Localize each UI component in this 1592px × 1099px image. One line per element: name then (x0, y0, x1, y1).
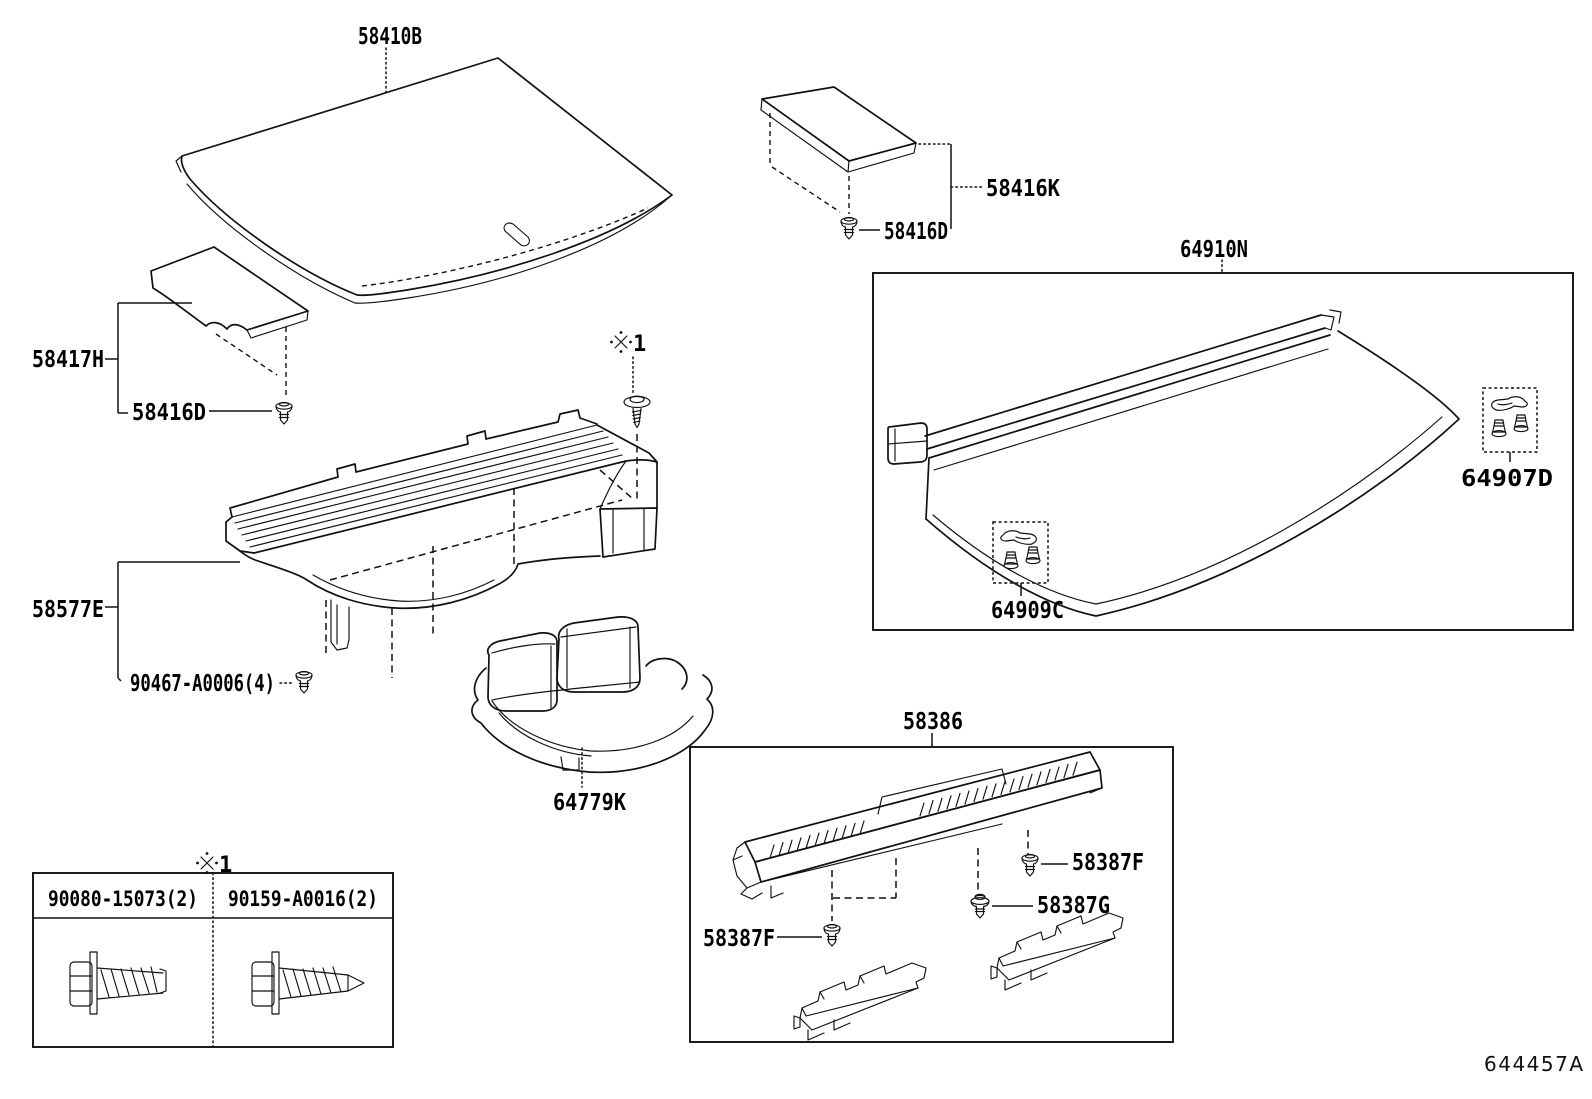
part-label-scuff-clip-front: 58387F (703, 926, 775, 952)
part-label-clip-rh: 58416D (884, 219, 948, 245)
part-label-tonneau-cover: 64910N (1180, 237, 1248, 263)
part-label-scuff-screw: 58387G (1037, 893, 1110, 919)
part-label-rear-scuff-plate: 58386 (903, 709, 963, 735)
part-label-clip-lh: 58416D (132, 400, 206, 426)
hook-kit-rh-frame (1482, 387, 1538, 453)
hook-kit-lh-frame (992, 521, 1049, 584)
scuff-box-frame (689, 746, 1174, 1043)
tonneau-box-frame (872, 272, 1574, 631)
part-label-deck-side-board-lh: 58417H (32, 347, 104, 373)
table-header-col2: 90159-A0016(2) (228, 887, 378, 911)
reference-mark-digit: 1 (219, 853, 232, 878)
drawing-code: 644457A (1484, 1052, 1585, 1076)
table-header-col1: 90080-15073(2) (48, 887, 198, 911)
part-label-deck-board: 58410B (358, 24, 422, 50)
part-label-scuff-clip-rear: 58387F (1072, 850, 1144, 876)
part-label-front-plate-clip: 90467-A0006(4) (130, 671, 275, 697)
deck-board-58410b-group: 58410B (175, 24, 673, 304)
fastener-table-group: 1 90080-15073(2) 90159-A0016(2) (32, 852, 394, 1048)
luggage-front-plate-group: 58577E 90467-A0006(4) (32, 409, 658, 697)
part-label-hook-kit-rh: 64907D (1461, 466, 1553, 492)
reference-mark-icon (610, 331, 632, 353)
spare-wheel-cover-group: 64779K (471, 616, 714, 816)
deck-side-board-rh-group: 58416K 58416D (760, 86, 1060, 245)
bolt-flat-tip-icon (69, 951, 167, 1015)
reference-mark-digit: 1 (633, 332, 646, 357)
ref-screw-group: 1 (599, 331, 651, 502)
tonneau-cover-box-group: 64910N 64907D 64909C (872, 237, 1574, 631)
part-label-hook-kit-lh: 64909C (991, 598, 1064, 624)
part-label-spare-wheel-cover: 64779K (553, 790, 626, 816)
bolt-pointed-tip-icon (251, 951, 365, 1015)
reference-mark-icon (196, 852, 218, 874)
part-label-deck-side-board-rh: 58416K (986, 176, 1060, 202)
rear-scuff-plate-box-group: 58386 58387F 58387G 58387F (689, 709, 1174, 1043)
part-label-luggage-front-plate: 58577E (32, 597, 104, 623)
deck-side-board-lh-group: 58417H 58416D (32, 246, 309, 426)
